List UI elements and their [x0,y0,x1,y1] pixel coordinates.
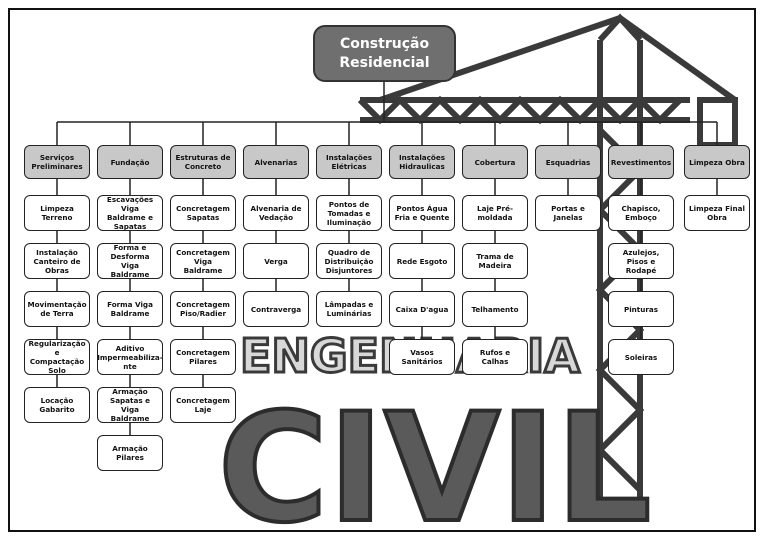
task-node: Aditivo Impermeabiliza-nte [97,339,163,375]
task-node: Movimentação de Terra [24,291,90,327]
category-header: Limpeza Obra [684,145,750,179]
category-header: Instalações Elétricas [316,145,382,179]
task-node: Portas e Janelas [535,195,601,231]
category-header: Fundação [97,145,163,179]
task-node: Forma e Desforma Viga Baldrame [97,243,163,279]
task-node: Pontos Água Fria e Quente [389,195,455,231]
task-node: Azulejos, Pisos e Rodapé [608,243,674,279]
task-node: Regularização e Compactação Solo [24,339,90,375]
task-node: Trama de Madeira [462,243,528,279]
task-node: Locação Gabarito [24,387,90,423]
task-node: Laje Pré-moldada [462,195,528,231]
task-node: Armação Sapatas e Viga Baldrame [97,387,163,423]
category-header: Alvenarias [243,145,309,179]
category-header: Instalações Hidraulicas [389,145,455,179]
root-node: Construção Residencial [313,25,456,82]
task-node: Forma Viga Baldrame [97,291,163,327]
task-node: Telhamento [462,291,528,327]
task-node: Contraverga [243,291,309,327]
task-node: Alvenaria de Vedação [243,195,309,231]
task-node: Limpeza Terreno [24,195,90,231]
task-node: Instalação Canteiro de Obras [24,243,90,279]
task-node: Soleiras [608,339,674,375]
task-node: Caixa D'agua [389,291,455,327]
category-header: Serviços Preliminares [24,145,90,179]
task-node: Rede Esgoto [389,243,455,279]
task-node: Armação Pilares [97,435,163,471]
task-node: Quadro de Distribuição Disjuntores [316,243,382,279]
task-node: Escavações Viga Baldrame e Sapatas [97,195,163,231]
category-header: Esquadrias [535,145,601,179]
task-node: Pinturas [608,291,674,327]
task-node: Rufos e Calhas [462,339,528,375]
task-node: Pontos de Tomadas e Iluminação [316,195,382,231]
task-node: Chapisco, Emboço [608,195,674,231]
task-node: Concretagem Viga Baldrame [170,243,236,279]
task-node: Concretagem Pilares [170,339,236,375]
task-node: Vasos Sanitários [389,339,455,375]
task-node: Lâmpadas e Luminárias [316,291,382,327]
frame-border [8,8,756,532]
logo-line2: CIVIL [218,382,651,544]
task-node: Concretagem Sapatas [170,195,236,231]
task-node: Concretagem Laje [170,387,236,423]
category-header: Revestimentos [608,145,674,179]
task-node: Verga [243,243,309,279]
task-node: Limpeza Final Obra [684,195,750,231]
category-header: Cobertura [462,145,528,179]
category-header: Estruturas de Concreto [170,145,236,179]
task-node: Concretagem Piso/Radier [170,291,236,327]
